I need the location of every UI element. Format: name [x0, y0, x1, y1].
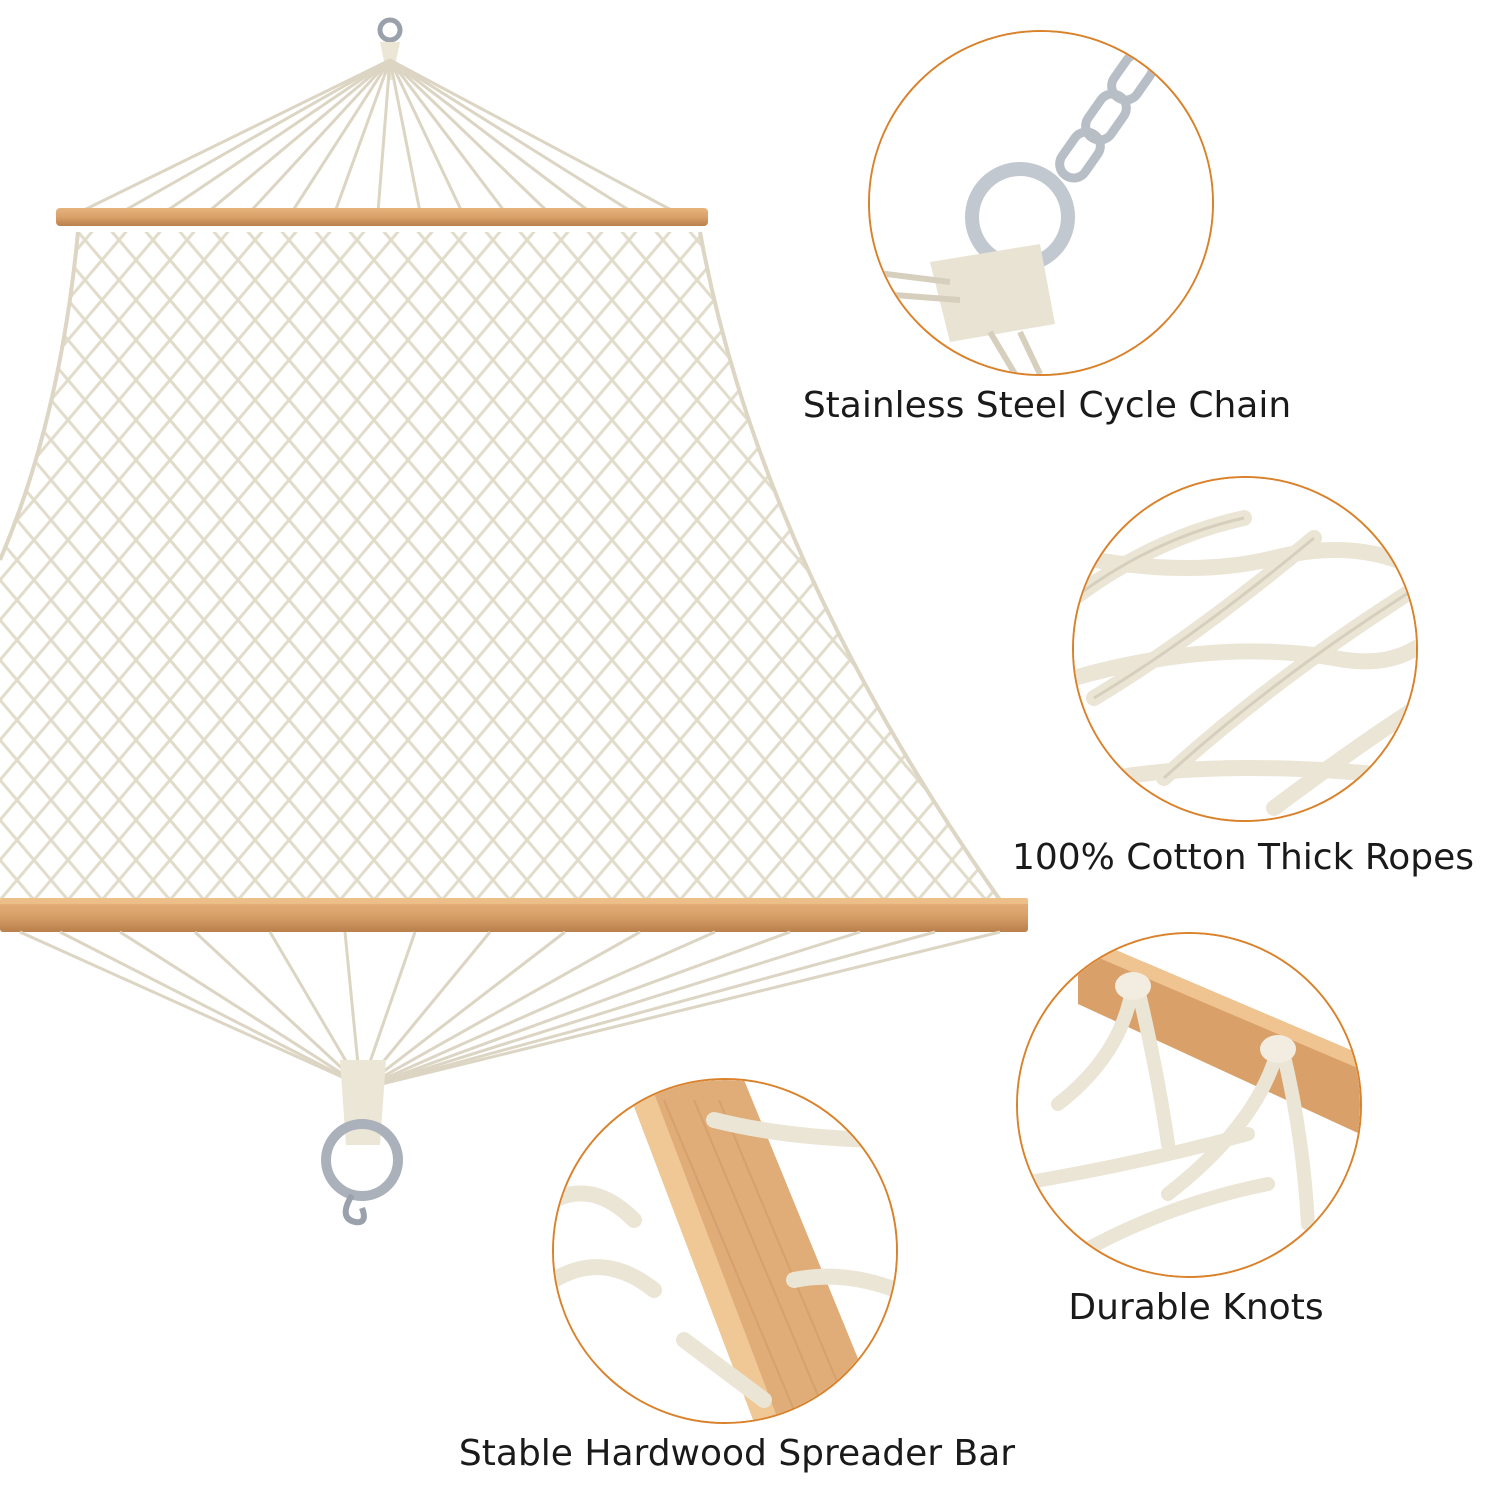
hammock-illustration [0, 17, 1028, 1226]
chain-detail-circle [868, 30, 1214, 376]
hammock-net [0, 232, 1000, 900]
top-spreader-bar [56, 208, 708, 226]
chain-ring-icon [870, 32, 1212, 374]
rope-net-icon [1074, 478, 1416, 820]
chain-caption: Stainless Steel Cycle Chain [802, 385, 1292, 426]
knots-caption: Durable Knots [1068, 1287, 1324, 1328]
top-fan-ropes [79, 58, 676, 214]
bottom-fan-ropes [19, 930, 1001, 1087]
spreader-bar-icon [554, 1080, 896, 1422]
knot-icon [1018, 934, 1360, 1276]
ropes-detail-circle [1072, 476, 1418, 822]
bar-caption: Stable Hardwood Spreader Bar [458, 1433, 1016, 1474]
ropes-caption: 100% Cotton Thick Ropes [1011, 837, 1475, 878]
bottom-hook [321, 1060, 403, 1226]
knots-detail-circle [1016, 932, 1362, 1278]
bottom-spreader-bar [0, 898, 1028, 932]
bar-detail-circle [552, 1078, 898, 1424]
